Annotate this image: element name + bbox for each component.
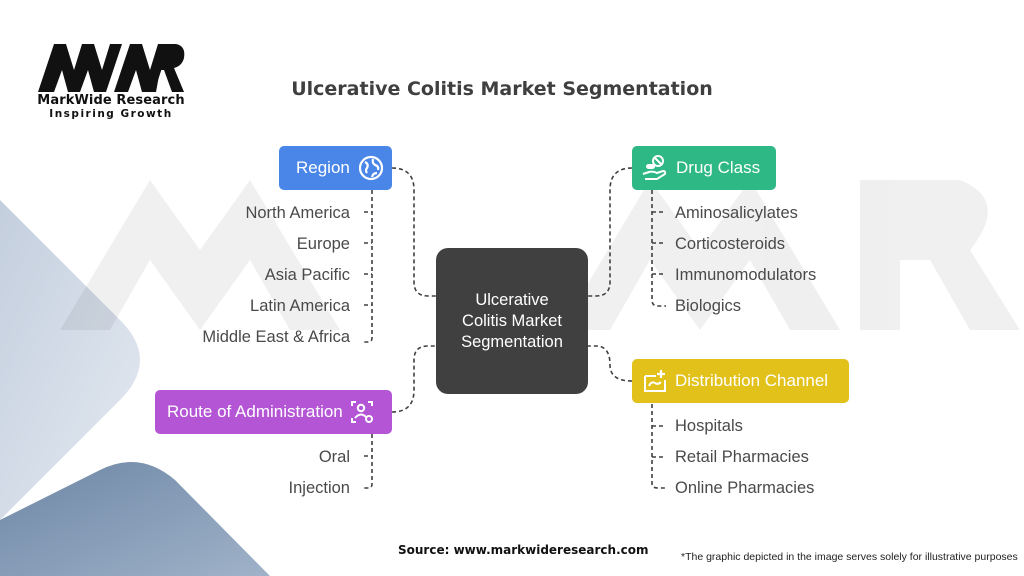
globe-icon (358, 155, 383, 181)
disclaimer-text: *The graphic depicted in the image serve… (681, 551, 1018, 563)
bg-shape-dark (0, 462, 270, 576)
region-bracket (364, 190, 373, 343)
region-item-3: Latin America (250, 297, 350, 315)
segment-route: Route of Administration (155, 390, 392, 434)
region-item-1: Europe (296, 235, 350, 253)
region-item-2: Asia Pacific (264, 266, 350, 284)
segment-region-label: Region (296, 158, 350, 177)
drug-class-bracket (651, 190, 666, 307)
region-item-0: North America (245, 204, 350, 222)
page-title: Ulcerative Colitis Market Segmentation (291, 78, 713, 100)
drug-class-item-2: Immunomodulators (675, 266, 817, 284)
bg-shape-light (0, 200, 140, 520)
distribution-item-1: Retail Pharmacies (675, 448, 809, 466)
drug-class-connector (588, 167, 633, 297)
drug-class-item-1: Corticosteroids (675, 235, 786, 253)
source-text: Source: www.markwideresearch.com (398, 543, 649, 557)
watermark-logo (60, 180, 1020, 330)
distribution-item-2: Online Pharmacies (675, 479, 815, 497)
drug-class-item-3: Biologics (675, 297, 742, 315)
segment-region: Region (279, 146, 392, 190)
center-node: Ulcerative Colitis Market Segmentation (436, 248, 588, 394)
route-item-1: Injection (288, 479, 350, 497)
route-connector (391, 345, 436, 413)
segment-distribution: Distribution Channel (632, 359, 849, 403)
logo-name: MarkWide Research (37, 93, 185, 108)
distribution-item-0: Hospitals (675, 417, 743, 435)
region-item-4: Middle East & Africa (202, 328, 350, 346)
route-bracket (364, 434, 373, 489)
segment-drug-class: Drug Class (632, 146, 776, 190)
drug-class-item-0: Aminosalicylates (675, 204, 798, 222)
segment-distribution-label: Distribution Channel (675, 371, 829, 390)
center-label: Ulcerative Colitis Market Segmentation (461, 290, 563, 351)
clinic-icon (644, 370, 666, 392)
distribution-connector (588, 345, 633, 382)
logo-tagline: Inspiring Growth (49, 108, 173, 120)
route-item-0: Oral (318, 448, 350, 466)
distribution-bracket (651, 404, 666, 489)
region-connector (391, 167, 436, 297)
route-person-icon (350, 401, 373, 423)
markwide-logo-icon (38, 44, 185, 92)
segment-route-label: Route of Administration (167, 402, 343, 421)
pills-hand-icon (642, 155, 667, 180)
segment-drug-class-label: Drug Class (676, 158, 761, 177)
